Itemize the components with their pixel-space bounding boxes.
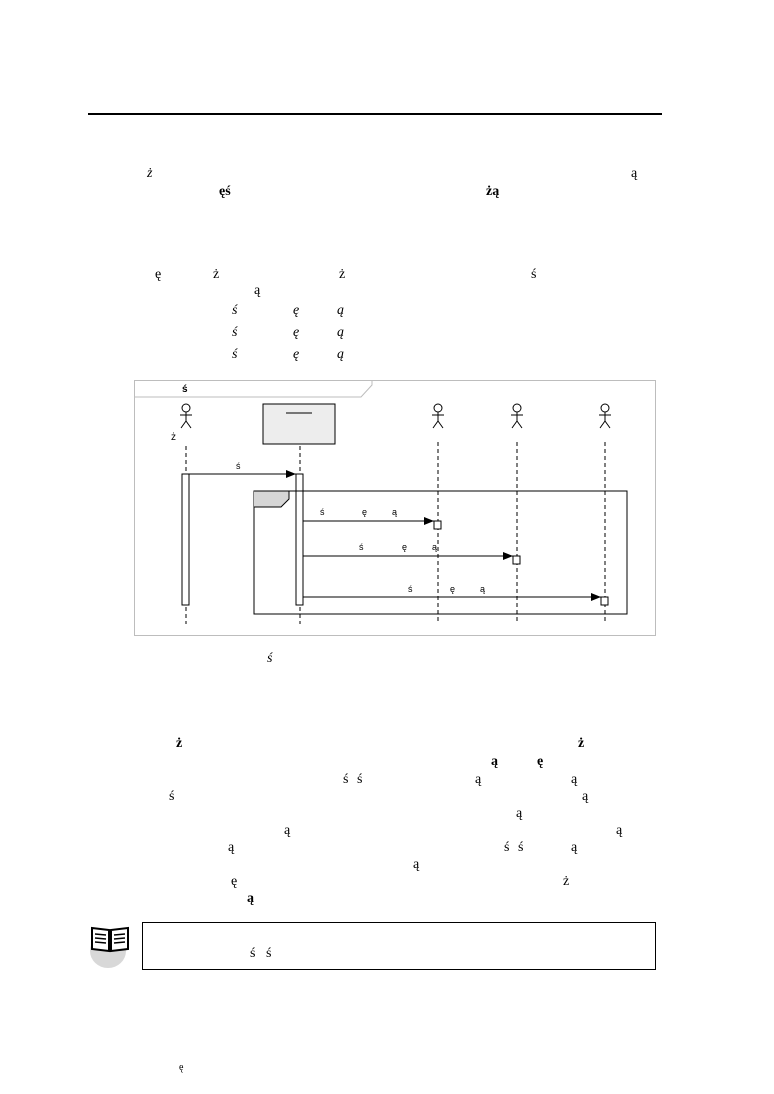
list-item-glyph: ę [293,325,300,340]
actor-left-icon [180,403,192,429]
intro-glyph: ęś [219,184,231,199]
activation-bar [295,473,304,606]
note-glyph: ś [250,946,256,961]
object-box [262,403,336,445]
list-item-glyph: ą [337,325,344,340]
header-rule [88,113,662,115]
body-glyph: ą [516,806,523,821]
message-label: ś [408,584,413,594]
footer-glyph: ę [179,1062,184,1073]
intro-glyph: ż [147,166,153,181]
body-glyph: ą [491,754,498,769]
body-glyph: ą [247,891,254,906]
list-glyph: ę [155,267,162,282]
message-label: ą [392,507,397,517]
list-glyph: ś [531,267,537,282]
message-label: ś [320,507,325,517]
body-glyph: ą [582,789,589,804]
note-glyph: ś [266,946,272,961]
body-glyph: ś [518,840,524,855]
body-glyph: ą [284,823,291,838]
diagram-frame [134,380,656,636]
body-glyph: ą [571,840,578,855]
receiver-box [433,520,442,530]
activation-bar [181,473,190,606]
intro-glyph: żą [486,184,500,199]
message-label: ę [402,542,407,552]
body-glyph: ś [169,789,175,804]
frame-tab [134,380,373,398]
body-glyph: ą [475,772,482,787]
receiver-box [600,596,609,606]
list-item-glyph: ą [337,347,344,362]
body-glyph: ś [357,772,363,787]
list-item-glyph: ś [232,347,238,362]
body-glyph: ę [537,754,544,769]
loop-tab [254,490,290,508]
body-glyph: ś [343,772,349,787]
list-glyph: ą [254,283,261,298]
list-item-glyph: ę [293,303,300,318]
body-glyph: ą [616,823,623,838]
body-glyph: ż [563,874,570,889]
actor-icon [511,403,523,429]
body-glyph: ś [504,840,510,855]
body-glyph: ą [413,857,420,872]
intro-glyph: ą [631,166,638,181]
body-glyph: ą [571,772,578,787]
message-label: ą [432,542,437,552]
frame-label: ś [182,384,188,395]
list-glyph: ż [213,267,220,282]
body-glyph: ż [176,736,183,751]
body-glyph: ę [231,874,238,889]
list-item-glyph: ś [232,325,238,340]
message-label: ę [450,584,455,594]
figure-caption-glyph: ś [267,651,273,666]
actor-left-label: ż [171,432,176,443]
list-glyph: ż [339,267,346,282]
actor-icon [599,403,611,429]
receiver-box [512,555,521,565]
message-label: ę [362,507,367,517]
message-label: ą [480,584,485,594]
list-item-glyph: ą [337,303,344,318]
body-glyph: ż [578,736,585,751]
body-glyph: ą [228,840,235,855]
note-box [142,922,656,970]
book-icon [90,924,130,959]
list-item-glyph: ś [232,303,238,318]
loop-frame [253,490,628,615]
message-label: ś [359,542,364,552]
list-item-glyph: ę [293,347,300,362]
message-label: ś [236,461,241,471]
actor-icon [432,403,444,429]
sequence-diagram: ś ż [134,380,656,636]
